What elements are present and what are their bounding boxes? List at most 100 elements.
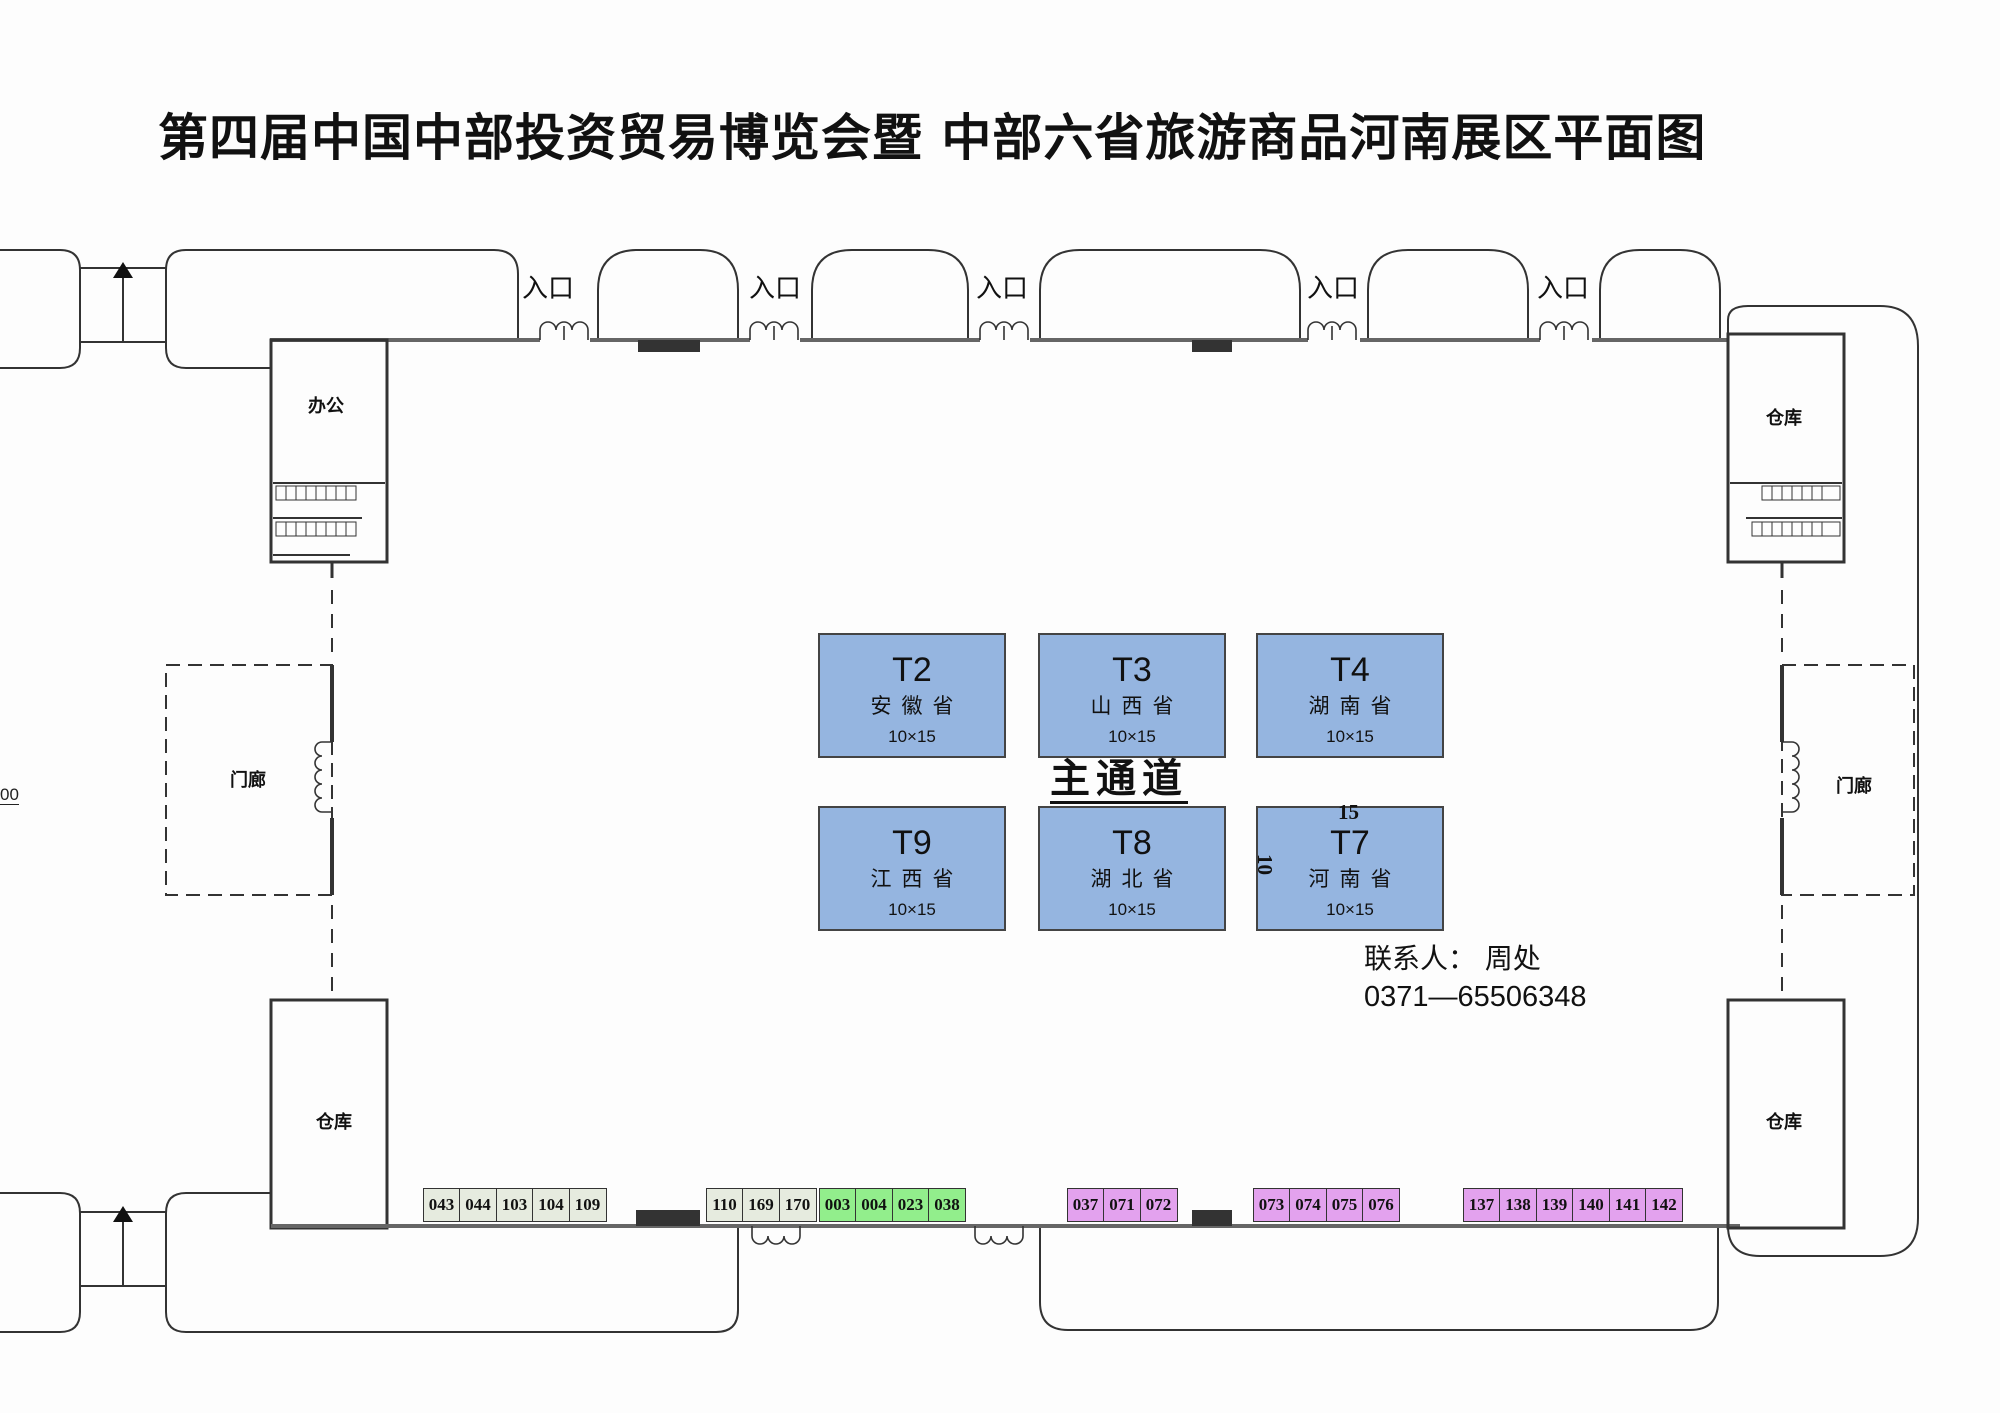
right-outer-corridor	[1727, 305, 1919, 1257]
pavilion-code: T9	[892, 824, 932, 862]
pavilion-province: 山西省	[1090, 694, 1184, 718]
canopy-3	[1039, 249, 1301, 338]
column-top-1	[638, 340, 700, 352]
booth-110[interactable]: 110	[705, 1188, 744, 1222]
room-label-warehouse-bottom-right: 仓库	[1766, 1112, 1802, 1133]
entrance-label-3: 入口	[976, 274, 1029, 304]
warehouse-top-right-block	[1726, 332, 1846, 564]
pavilion-province: 江西省	[870, 867, 964, 891]
dimension-width-label: 15	[1338, 800, 1359, 824]
room-label-portico-right: 门廊	[1836, 776, 1872, 797]
booth-142[interactable]: 142	[1645, 1188, 1683, 1222]
pavilion-size: 10×15	[1108, 900, 1156, 919]
booth-104[interactable]: 104	[532, 1188, 570, 1222]
booth-137[interactable]: 137	[1462, 1188, 1501, 1222]
contact-phone: 0371—65506348	[1364, 981, 1587, 1013]
booth-004[interactable]: 004	[855, 1188, 893, 1222]
warehouse-bottom-right-block	[1726, 998, 1846, 1230]
booth-141[interactable]: 141	[1608, 1188, 1647, 1222]
column-bottom-2	[1192, 1210, 1232, 1226]
booth-103[interactable]: 103	[495, 1188, 534, 1222]
door-left	[314, 741, 332, 813]
door-top-5	[1539, 321, 1589, 340]
booth-140[interactable]: 140	[1572, 1188, 1610, 1222]
canopy-1	[597, 249, 739, 338]
pavilion-t3[interactable]: T3 山西省 10×15	[1038, 633, 1226, 758]
pavilion-code: T3	[1112, 651, 1152, 689]
pavilion-province: 河南省	[1308, 867, 1402, 891]
booth-072[interactable]: 072	[1139, 1188, 1178, 1222]
room-label-warehouse-bottom-left: 仓库	[316, 1112, 352, 1133]
pavilion-size: 10×15	[1108, 727, 1156, 746]
main-aisle-label: 主通道	[1050, 756, 1188, 804]
pavilion-size: 10×15	[1326, 900, 1374, 919]
edge-dimension-text: 00	[0, 785, 19, 805]
booth-075[interactable]: 075	[1325, 1188, 1364, 1222]
room-label-office: 办公	[308, 396, 344, 417]
entrance-label-5: 入口	[1537, 274, 1590, 304]
canopy-4	[1367, 249, 1529, 338]
pavilion-t4[interactable]: T4 湖南省 10×15	[1256, 633, 1444, 758]
corridor-block-top	[165, 249, 519, 369]
pavilion-province: 安徽省	[870, 694, 964, 718]
contact-info: 联系人： 周处 0371—65506348	[1364, 940, 1587, 1016]
entrance-label-4: 入口	[1307, 274, 1360, 304]
door-right	[1782, 741, 1800, 813]
restroom-fixtures-2	[275, 521, 357, 537]
pavilion-province: 湖北省	[1090, 867, 1184, 891]
door-top-2	[749, 321, 799, 340]
booth-139[interactable]: 139	[1535, 1188, 1574, 1222]
booth-076[interactable]: 076	[1362, 1188, 1400, 1222]
pavilion-t7[interactable]: T7 河南省 10×15	[1256, 806, 1444, 931]
pavilion-code: T7	[1330, 824, 1370, 862]
pavilion-size: 10×15	[1326, 727, 1374, 746]
pavilion-code: T2	[892, 651, 932, 689]
booth-109[interactable]: 109	[568, 1188, 607, 1222]
column-top-2	[1192, 340, 1232, 352]
restroom-fixtures-3	[1761, 485, 1841, 501]
door-top-1	[539, 321, 589, 340]
booth-038[interactable]: 038	[928, 1188, 966, 1222]
booth-073[interactable]: 073	[1252, 1188, 1291, 1222]
restroom-fixtures-4	[1751, 521, 1841, 537]
pavilion-size: 10×15	[888, 900, 936, 919]
restroom-fixtures-1	[275, 485, 357, 501]
pavilion-t8[interactable]: T8 湖北省 10×15	[1038, 806, 1226, 931]
pavilion-code: T8	[1112, 824, 1152, 862]
booth-037[interactable]: 037	[1066, 1188, 1105, 1222]
booth-043[interactable]: 043	[422, 1188, 461, 1222]
pavilion-size: 10×15	[888, 727, 936, 746]
booth-023[interactable]: 023	[891, 1188, 930, 1222]
column-bottom-1	[636, 1210, 700, 1226]
portico-right	[1781, 664, 1915, 896]
canopy-bottom-right	[1039, 1228, 1719, 1331]
pavilion-code: T4	[1330, 651, 1370, 689]
room-label-warehouse-top-right: 仓库	[1766, 408, 1802, 429]
booth-074[interactable]: 074	[1289, 1188, 1327, 1222]
entrance-label-2: 入口	[749, 274, 802, 304]
booth-138[interactable]: 138	[1499, 1188, 1537, 1222]
canopy-2	[811, 249, 969, 338]
dimension-depth-label: 10	[1253, 854, 1277, 875]
entrance-label-1: 入口	[522, 274, 575, 304]
office-block	[269, 338, 389, 564]
booth-071[interactable]: 071	[1103, 1188, 1141, 1222]
pavilion-t2[interactable]: T2 安徽省 10×15	[818, 633, 1006, 758]
booth-169[interactable]: 169	[742, 1188, 780, 1222]
booth-044[interactable]: 044	[459, 1188, 497, 1222]
booth-170[interactable]: 170	[778, 1188, 817, 1222]
corridor-block-bottom-left-outer	[0, 1192, 81, 1333]
booth-003[interactable]: 003	[818, 1188, 857, 1222]
door-bottom-2	[974, 1226, 1024, 1245]
corridor-block-bottom	[165, 1192, 739, 1333]
door-top-3	[979, 321, 1029, 340]
pavilion-t9[interactable]: T9 江西省 10×15	[818, 806, 1006, 931]
door-bottom-1	[751, 1226, 801, 1245]
